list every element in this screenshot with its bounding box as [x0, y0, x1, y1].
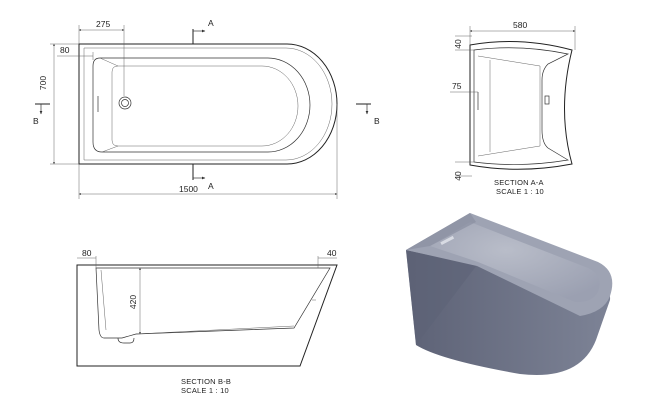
section-bb-drain: [117, 337, 135, 344]
dim-40-bb: 40: [327, 248, 337, 258]
dim-275: 275: [96, 19, 110, 29]
dim-80-plan: 80: [60, 45, 70, 55]
section-bb: 80 40 420 SECTION B-B SCALE 1 : 10: [76, 248, 338, 395]
dim-420: 420: [128, 295, 138, 309]
render-overflow: [440, 235, 455, 246]
section-bb-inner: [95, 267, 331, 339]
section-aa-inner: [473, 47, 570, 165]
plan-view: 275 80 700 1500 A A B B: [33, 18, 380, 199]
dim-40-bottom: 40: [453, 171, 463, 181]
section-aa-caption: SECTION A-A: [494, 178, 544, 187]
plan-basin-bottom: [111, 65, 299, 147]
section-aa: 580 40 75 40 SECTION A-A SCALE 1 : 10: [450, 20, 576, 196]
dim-75: 75: [452, 81, 462, 91]
marker-b-right: B: [374, 116, 380, 126]
dim-80-bb: 80: [82, 248, 92, 258]
dim-580: 580: [513, 20, 527, 30]
section-bb-scale: SCALE 1 : 10: [181, 386, 229, 395]
render-basin: [430, 222, 600, 303]
marker-b-left: B: [33, 116, 39, 126]
section-bb-caption: SECTION B-B: [181, 377, 231, 386]
marker-a-bottom: A: [208, 181, 214, 191]
plan-basin-outline: [92, 57, 311, 153]
bathtub-3d-render: [406, 213, 613, 376]
dim-700: 700: [38, 76, 48, 90]
marker-a-top: A: [208, 18, 214, 28]
render-back-wall: [406, 213, 476, 250]
plan-rim-line: [83, 47, 333, 161]
dim-40-top: 40: [453, 39, 463, 49]
section-aa-scale: SCALE 1 : 10: [496, 187, 544, 196]
section-aa-outlet: [544, 95, 550, 105]
dim-1500: 1500: [179, 184, 198, 194]
section-aa-outline: [469, 40, 573, 170]
plan-drain: [118, 96, 132, 110]
section-bb-outline: [76, 264, 338, 367]
